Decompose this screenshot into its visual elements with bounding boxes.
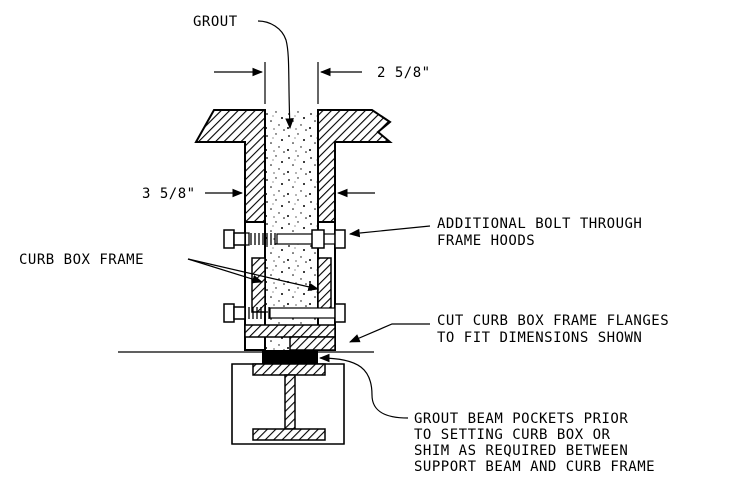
curb-box-frame-leader-1 xyxy=(187,258,264,284)
grout-leader xyxy=(257,20,294,130)
label-grout-pockets-2: TO SETTING CURB BOX OR xyxy=(414,427,611,443)
cut-flanges-leader xyxy=(349,323,430,343)
upper-bolt xyxy=(223,229,346,249)
additional-bolt-leader xyxy=(348,225,431,238)
dimension-top xyxy=(214,62,362,104)
lower-bolt xyxy=(223,303,346,323)
label-curb-box-frame: CURB BOX FRAME xyxy=(19,252,144,268)
label-dimension-top: 2 5/8" xyxy=(377,65,431,81)
label-cut-flanges-1: CUT CURB BOX FRAME FLANGES xyxy=(437,313,669,329)
label-additional-bolt-2: FRAME HOODS xyxy=(437,233,535,249)
shim-pad xyxy=(262,350,318,364)
label-dimension-side: 3 5/8" xyxy=(142,186,196,202)
grout-pockets-leader xyxy=(318,353,409,419)
label-cut-flanges-2: TO FIT DIMENSIONS SHOWN xyxy=(437,330,642,346)
label-grout-pockets-1: GROUT BEAM POCKETS PRIOR xyxy=(414,411,628,427)
label-grout: GROUT xyxy=(193,14,238,30)
label-grout-pockets-3: SHIM AS REQUIRED BETWEEN xyxy=(414,443,628,459)
curb-box-frame-leader-2 xyxy=(187,258,320,292)
support-beam xyxy=(231,363,345,445)
label-additional-bolt-1: ADDITIONAL BOLT THROUGH xyxy=(437,216,642,232)
label-grout-pockets-4: SUPPORT BEAM AND CURB FRAME xyxy=(414,459,655,475)
